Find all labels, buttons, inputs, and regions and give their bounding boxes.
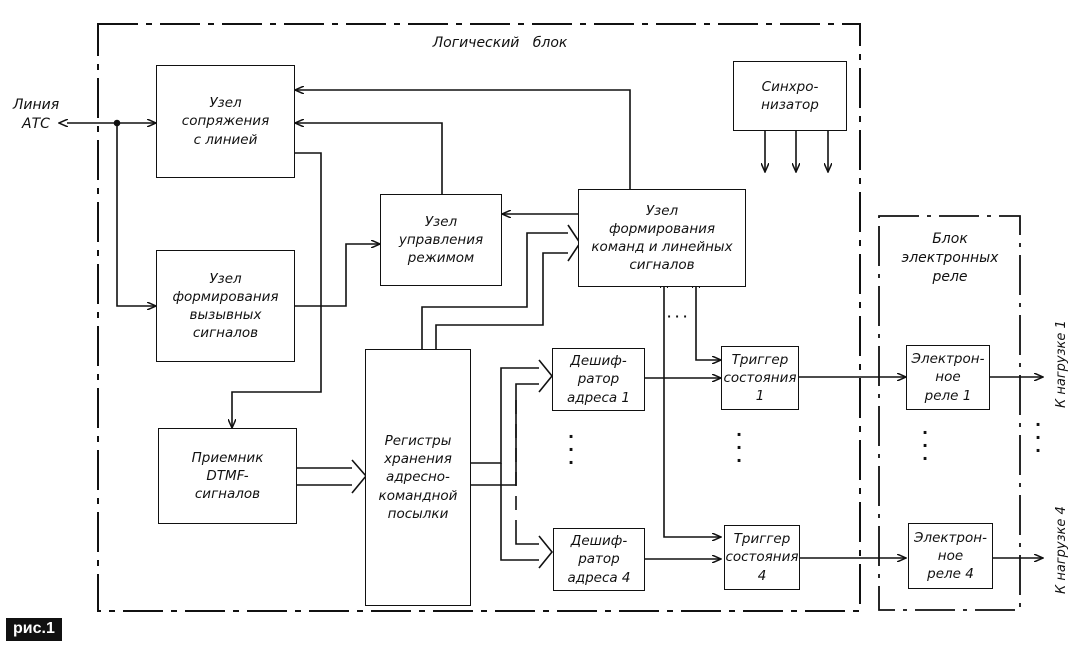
bus-registers-to-decoder4	[500, 463, 539, 561]
ellipsis-relays: · · ·	[922, 423, 929, 468]
node-ring-signal-gen: Узел формирования вызывных сигналов	[156, 250, 295, 362]
relay-block-border	[878, 215, 1021, 611]
bus-registers-to-cmd	[421, 232, 568, 349]
node-line-interface: Узел сопряжения с линией	[156, 65, 295, 178]
figure-label: рис.1	[6, 618, 62, 641]
node-registers: Регистры хранения адресно- командной пос…	[365, 349, 471, 606]
relay-block-title: Блок электронных реле	[901, 231, 999, 285]
node-trigger-4: Триггер состояния 4	[724, 525, 800, 590]
load-1-label: К нагрузке 1	[1054, 320, 1069, 408]
logic-block-title: Логический блок	[432, 35, 568, 51]
wire-mode-to-interface	[295, 123, 443, 194]
logic-block-border	[97, 23, 861, 612]
ellipsis-decoders: · · ·	[568, 427, 575, 472]
wire-cmd-to-trigger1	[696, 287, 721, 360]
node-decoder-1: Дешиф- ратор адреса 1	[552, 348, 645, 411]
node-dtmf-receiver: Приемник DTMF- сигналов	[158, 428, 297, 524]
wire-ringgen-to-mode	[295, 244, 380, 307]
relay-4: Электрон- ное реле 4	[908, 523, 993, 589]
ellipsis-cmd-trigger: · · ·	[667, 310, 688, 323]
ellipsis-triggers: · · ·	[736, 425, 743, 470]
node-mode-control: Узел управления режимом	[380, 194, 502, 286]
bus-registers-to-decoder1	[471, 367, 539, 464]
node-command-gen: Узел формирования команд и линейных сигн…	[578, 189, 746, 287]
load-4-label: К нагрузке 4	[1054, 506, 1069, 594]
bus-dtmf-to-registers	[351, 459, 368, 494]
wire-interface-to-dtmf	[232, 152, 322, 428]
relay-1: Электрон- ное реле 1	[906, 345, 990, 410]
node-trigger-1: Триггер состояния 1	[721, 346, 799, 410]
wire-cmd-to-interface	[295, 90, 631, 189]
wire-to-ring-gen	[116, 123, 156, 306]
line-ats-label: Линия АТС	[12, 97, 60, 132]
wire-cmd-to-trigger4	[664, 287, 721, 537]
node-synchronizer: Синхро- низатор	[733, 61, 847, 131]
node-decoder-4: Дешиф- ратор адреса 4	[553, 528, 645, 591]
ellipsis-loads: · · ·	[1035, 415, 1042, 460]
